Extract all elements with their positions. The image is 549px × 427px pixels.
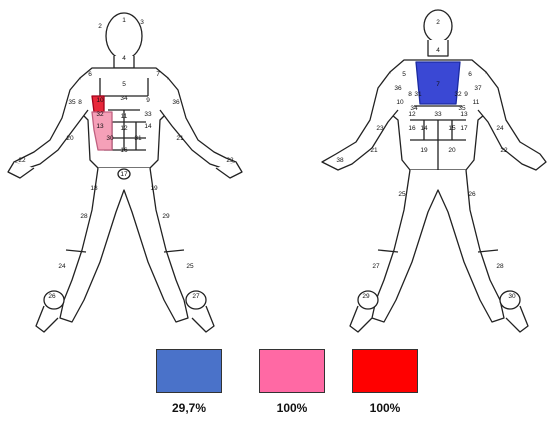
- front-region-label-21: 21: [176, 135, 184, 142]
- back-head: [424, 10, 452, 42]
- back-region-label-30: 30: [508, 293, 516, 300]
- front-region-label-23: 23: [226, 157, 234, 164]
- back-region-label-29: 29: [362, 293, 370, 300]
- legend-value-pink: 100%: [247, 401, 337, 415]
- front-region-label-25: 25: [186, 263, 194, 270]
- back-region-label-9: 9: [464, 91, 468, 98]
- front-region-label-13: 13: [96, 123, 104, 130]
- legend-swatch-pink: [259, 349, 325, 393]
- front-region-label-28: 28: [80, 213, 88, 220]
- back-region-label-23: 23: [376, 125, 384, 132]
- front-region-label-22: 22: [18, 157, 26, 164]
- back-region-label-4: 4: [436, 47, 440, 54]
- front-region-label-33: 33: [144, 111, 152, 118]
- back-region-label-21: 21: [370, 147, 378, 154]
- front-region-label-27: 27: [192, 293, 200, 300]
- front-region-label-32: 32: [96, 111, 104, 118]
- front-region-label-31: 31: [134, 135, 142, 142]
- legend-swatch-red: [352, 349, 418, 393]
- back-region-label-20: 20: [448, 147, 456, 154]
- back-region-label-22: 22: [500, 147, 508, 154]
- back-body-figure: [322, 10, 546, 332]
- front-region-label-3: 3: [140, 19, 144, 26]
- back-region-label-26: 26: [468, 191, 476, 198]
- back-region-label-35: 35: [458, 105, 466, 112]
- front-left-foot: [36, 306, 58, 332]
- back-region-label-17: 17: [460, 125, 468, 132]
- front-region-label-24: 24: [58, 263, 66, 270]
- back-region-label-15: 15: [448, 125, 456, 132]
- front-region-label-7: 7: [156, 71, 160, 78]
- back-region-label-32: 32: [454, 91, 462, 98]
- front-left-arm: [14, 78, 88, 168]
- back-region-label-10: 10: [396, 99, 404, 106]
- front-region-label-11: 11: [121, 113, 128, 120]
- front-region-label-35: 35: [68, 99, 76, 106]
- back-region-label-13: 13: [460, 111, 468, 118]
- front-region-label-9: 9: [146, 97, 150, 104]
- back-right-foot: [506, 306, 528, 332]
- back-right-arm: [478, 72, 546, 170]
- back-region-label-11: 11: [473, 99, 480, 106]
- front-region-label-20: 20: [66, 135, 74, 142]
- front-region-label-17: 17: [120, 171, 128, 178]
- front-region-label-5: 5: [122, 81, 126, 88]
- front-region-label-34: 34: [120, 95, 128, 102]
- front-region-label-16: 16: [120, 147, 128, 154]
- back-region-label-12: 12: [408, 111, 416, 118]
- front-region-label-26: 26: [48, 293, 56, 300]
- front-region-label-8: 8: [78, 99, 82, 106]
- back-region-label-16: 16: [408, 125, 416, 132]
- front-region-label-1: 1: [122, 17, 126, 24]
- back-region-label-34: 34: [410, 105, 418, 112]
- back-region-label-19: 19: [420, 147, 428, 154]
- back-region-label-37: 37: [474, 85, 482, 92]
- front-region-label-36: 36: [172, 99, 180, 106]
- front-right-arm: [160, 78, 236, 168]
- back-region-label-27: 27: [372, 263, 380, 270]
- back-left-foot: [350, 306, 372, 332]
- front-region-label-30: 30: [106, 135, 114, 142]
- back-region-label-8: 8: [408, 91, 412, 98]
- back-region-label-14: 14: [420, 125, 428, 132]
- back-region-label-33: 33: [434, 111, 442, 118]
- legend-swatch-blue: [156, 349, 222, 393]
- back-region-label-31: 31: [414, 91, 422, 98]
- front-region-label-4: 4: [122, 55, 126, 62]
- back-region-label-6: 6: [468, 71, 472, 78]
- front-region-label-14: 14: [144, 123, 152, 130]
- front-region-label-18: 18: [90, 185, 98, 192]
- back-region-label-7: 7: [436, 81, 440, 88]
- back-region-label-28: 28: [496, 263, 504, 270]
- front-region-label-2: 2: [98, 23, 102, 30]
- back-region-label-36: 36: [394, 85, 402, 92]
- front-region-label-6: 6: [88, 71, 92, 78]
- front-region-label-19: 19: [150, 185, 158, 192]
- front-region-label-10: 10: [96, 97, 104, 104]
- legend-value-blue: 29,7%: [144, 401, 234, 415]
- back-region-label-5: 5: [402, 71, 406, 78]
- back-legs: [372, 170, 504, 322]
- front-legs: [60, 168, 188, 322]
- legend-value-red: 100%: [340, 401, 430, 415]
- front-region-label-12: 12: [120, 125, 128, 132]
- back-region-label-25: 25: [398, 191, 406, 198]
- front-region-label-29: 29: [162, 213, 170, 220]
- back-region-label-24: 24: [496, 125, 504, 132]
- front-right-foot: [192, 306, 214, 332]
- back-left-arm: [322, 72, 398, 170]
- back-region-label-2: 2: [436, 19, 440, 26]
- back-region-label-38: 38: [336, 157, 344, 164]
